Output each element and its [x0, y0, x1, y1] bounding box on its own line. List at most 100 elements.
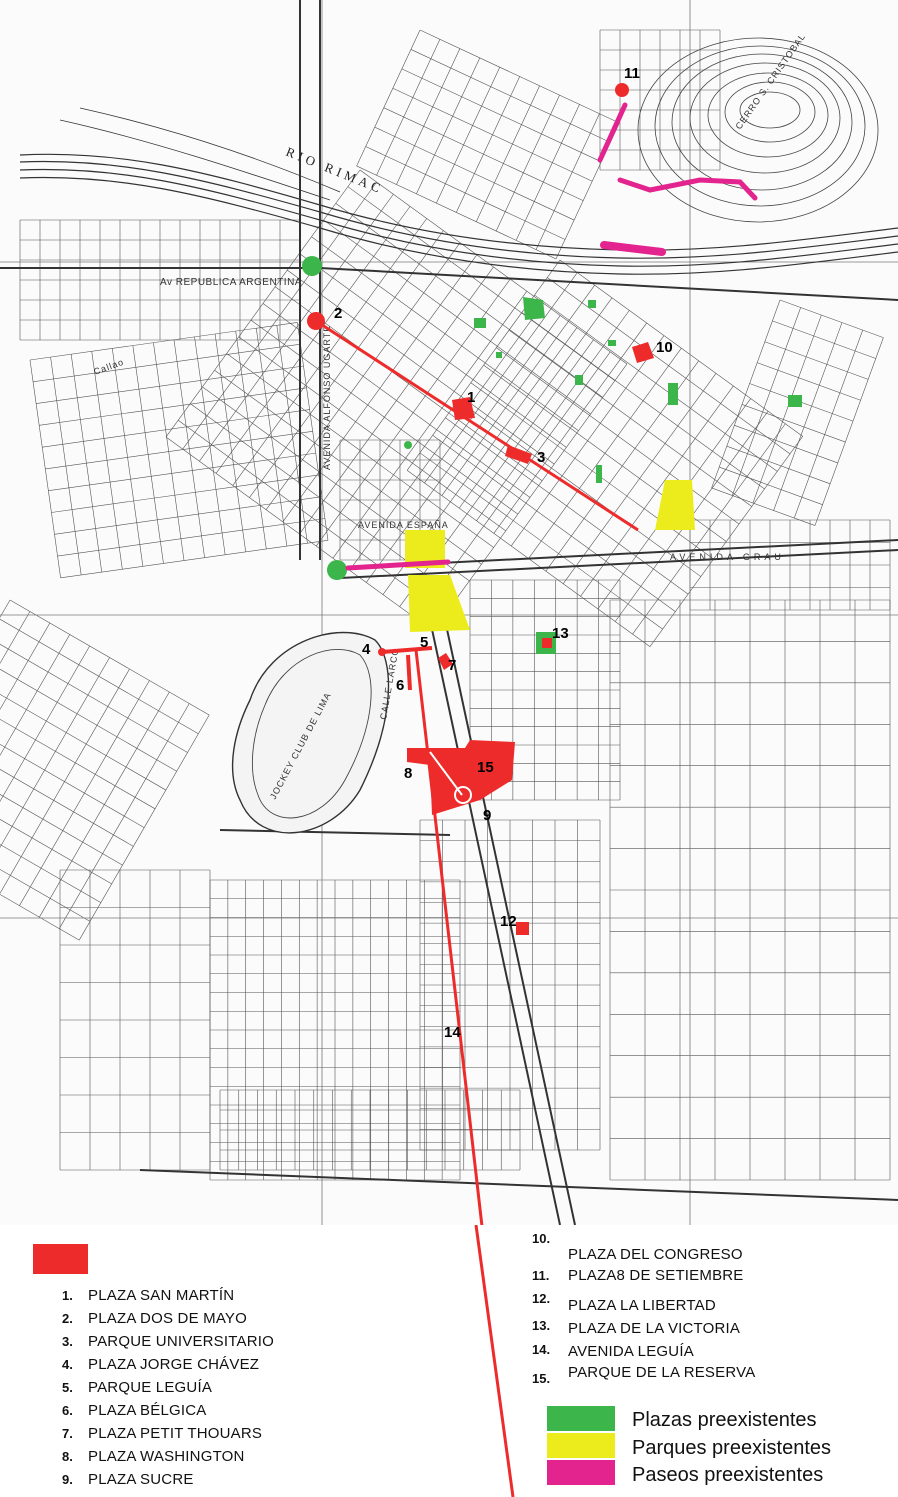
- plaza-green-3: [523, 297, 545, 320]
- svg-text:PLAZA LA LIBERTAD: PLAZA LA LIBERTAD: [568, 1297, 716, 1314]
- swatch-parques: [547, 1433, 615, 1458]
- legend: 1.PLAZA SAN MARTÍN 2. PLAZA DOS DE MAYO 3…: [0, 1225, 898, 1497]
- svg-text:PLAZA DE LA VICTORIA: PLAZA DE LA VICTORIA: [568, 1320, 740, 1337]
- map-markers: 1 2 3 4 5 6 7 8 9 10 11 12 13 14 15: [334, 65, 673, 1041]
- svg-text:PARQUE LEGUÍA: PARQUE LEGUÍA: [88, 1379, 212, 1396]
- washington-path: [429, 751, 463, 796]
- svg-text:PARQUE DE LA RESERVA: PARQUE DE LA RESERVA: [568, 1364, 755, 1381]
- alfonso-ugarte-label: AVENIDA ALFONSO UGARTE: [322, 325, 332, 470]
- plaza-dos-de-mayo: [307, 312, 325, 330]
- svg-text:6.: 6.: [62, 1403, 73, 1418]
- jorge-chavez-link: [381, 646, 433, 654]
- cerro-san-cristobal: [637, 37, 879, 223]
- avenida-leguia-line-continued: [474, 1225, 515, 1497]
- paseo-colon: [345, 559, 451, 571]
- svg-text:11.: 11.: [532, 1268, 549, 1283]
- paseo-acho: [617, 177, 758, 201]
- marker-3: 3: [537, 449, 545, 466]
- preexisting-paseos: [345, 102, 758, 571]
- legend-item: 1.PLAZA SAN MARTÍN: [62, 1287, 234, 1304]
- legend-item: 12. PLAZA LA LIBERTAD: [532, 1291, 716, 1314]
- marker-8: 8: [404, 765, 412, 782]
- plaza-green-2: [327, 560, 347, 580]
- legend-item: 9. PLAZA SUCRE: [62, 1471, 194, 1488]
- street-grid: [0, 29, 891, 1181]
- plaza-green-11: [496, 352, 502, 358]
- legend-item: 7. PLAZA PETIT THOUARS: [62, 1425, 262, 1442]
- svg-text:10.: 10.: [532, 1231, 550, 1246]
- marker-11: 11: [624, 65, 640, 82]
- paseo-rimac: [600, 241, 666, 256]
- plaza-green-4: [474, 318, 486, 328]
- svg-text:PLAZA8 DE SETIEMBRE: PLAZA8 DE SETIEMBRE: [568, 1267, 744, 1284]
- legend-item: 3.PARQUE UNIVERSITARIO: [62, 1333, 274, 1350]
- legend-right-list: 10. PLAZA DEL CONGRESO 11. PLAZA8 DE SETIE…: [532, 1231, 755, 1386]
- city-map: JOCKEY CLUB DE LIMA RIO RIMAC CERRO S. C…: [0, 0, 898, 1225]
- svg-text:PLAZA BÉLGICA: PLAZA BÉLGICA: [88, 1402, 206, 1419]
- swatch-plazas: [547, 1406, 615, 1431]
- marker-6: 6: [396, 677, 404, 694]
- marker-2: 2: [334, 305, 342, 322]
- svg-text:5.: 5.: [62, 1380, 73, 1395]
- paseo-dos-de-mayo-line: [315, 319, 639, 532]
- svg-text:1.: 1.: [62, 1288, 73, 1303]
- svg-text:2.: 2.: [62, 1311, 73, 1326]
- legend-item: 11. PLAZA8 DE SETIEMBRE: [532, 1267, 744, 1284]
- category-plazas: Plazas preexistentes: [632, 1409, 817, 1431]
- svg-text:PLAZA PETIT THOUARS: PLAZA PETIT THOUARS: [88, 1425, 262, 1442]
- plaza-green-9: [575, 375, 583, 385]
- plaza-sucre: [454, 786, 472, 804]
- svg-text:PLAZA SUCRE: PLAZA SUCRE: [88, 1471, 194, 1488]
- category-parques: Parques preexistentes: [632, 1437, 831, 1459]
- preexisting-plazas: [302, 256, 802, 654]
- preexisting-parks: [405, 480, 695, 632]
- plaza-petit-thouars: [438, 653, 453, 670]
- new-interventions: [307, 83, 654, 1225]
- republica-label: Av REPUBLICA ARGENTINA: [160, 277, 302, 288]
- plaza-green-10: [596, 465, 602, 483]
- plaza-bolognesi-green: [302, 256, 322, 276]
- svg-text:7.: 7.: [62, 1426, 73, 1441]
- svg-text:PLAZA DOS DE MAYO: PLAZA DOS DE MAYO: [88, 1310, 247, 1327]
- marker-1: 1: [467, 389, 475, 406]
- svg-text:15.: 15.: [532, 1371, 550, 1386]
- plaza-green-6: [608, 340, 616, 346]
- svg-text:PLAZA DEL CONGRESO: PLAZA DEL CONGRESO: [568, 1246, 743, 1263]
- legend-item: 14. AVENIDA LEGUÍA: [532, 1342, 694, 1360]
- plaza-green-8: [788, 395, 802, 407]
- park-cangallo: [655, 480, 695, 530]
- legend-item: 6. PLAZA BÉLGICA: [62, 1402, 206, 1419]
- legend-categories: Plazas preexistentes Parques preexistent…: [547, 1406, 831, 1486]
- category-paseos: Paseos preexistentes: [632, 1464, 823, 1486]
- espana-label: AVENIDA ESPAÑA: [358, 520, 449, 530]
- legend-item: 15. PARQUE DE LA RESERVA: [532, 1364, 755, 1386]
- plaza-la-libertad: [516, 922, 529, 935]
- svg-text:12.: 12.: [532, 1291, 550, 1306]
- svg-text:9.: 9.: [62, 1472, 73, 1487]
- legend-item: 4.PLAZA JORGE CHÁVEZ: [62, 1356, 259, 1373]
- plaza-green-12: [404, 441, 412, 449]
- svg-text:PLAZA JORGE CHÁVEZ: PLAZA JORGE CHÁVEZ: [88, 1356, 259, 1373]
- plaza-green-5: [588, 300, 596, 308]
- legend-left-list: 1.PLAZA SAN MARTÍN 2. PLAZA DOS DE MAYO 3…: [62, 1287, 274, 1488]
- paseo-alameda-descalzos: [597, 102, 628, 163]
- svg-text:13.: 13.: [532, 1318, 550, 1333]
- marker-15: 15: [477, 759, 494, 776]
- svg-text:14.: 14.: [532, 1342, 550, 1357]
- park-exposicion: [408, 575, 470, 632]
- svg-text:AVENIDA LEGUÍA: AVENIDA LEGUÍA: [568, 1343, 694, 1360]
- new-intervention-swatch: [33, 1244, 88, 1274]
- svg-text:3.: 3.: [62, 1334, 73, 1349]
- marker-4: 4: [362, 641, 371, 658]
- parque-universitario: [505, 445, 532, 464]
- swatch-paseos: [547, 1460, 615, 1485]
- legend-item: 8.PLAZA WASHINGTON: [62, 1448, 244, 1465]
- plaza-del-congreso: [632, 342, 654, 363]
- jockey-club: JOCKEY CLUB DE LIMA: [231, 631, 390, 834]
- marker-13: 13: [552, 625, 569, 642]
- grau-label: AVENIDA GRAU: [670, 552, 785, 562]
- marker-5: 5: [420, 634, 428, 651]
- marker-14: 14: [444, 1024, 461, 1041]
- legend-item: 2. PLAZA DOS DE MAYO: [62, 1310, 247, 1327]
- plaza-green-7: [668, 383, 678, 405]
